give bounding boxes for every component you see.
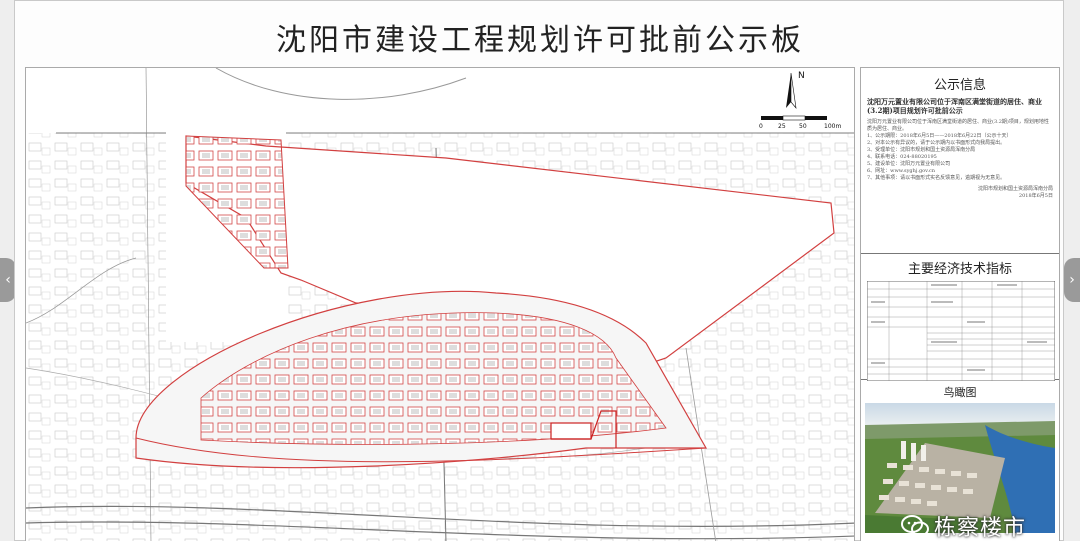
notice-org: 沈阳市规划和国土资源局浑南分局	[977, 186, 1053, 192]
tech-indicator-section: 主要经济技术指标	[861, 254, 1059, 382]
scale-label-3: 100m	[824, 123, 841, 130]
notice-heading: 沈阳万元置业有限公司位于浑南区满堂街道的居住、商业(3.2期)项目规划许可批前公…	[867, 97, 1042, 115]
notice-line: 4、联系电话：024-88020195	[867, 154, 937, 160]
notice-line: 7、其他事项：请以书面形式实名反馈意见，逾期视为无意见。	[867, 175, 1006, 181]
site-plan: N 0 25 50 100m	[25, 67, 855, 541]
notice-footer: 沈阳市规划和国土资源局浑南分局 2018年6月5日	[867, 186, 1053, 200]
notice-line: 5、建设单位：沈阳万元置业有限公司	[867, 161, 951, 167]
birdseye-title: 鸟瞰图	[943, 386, 977, 399]
notice-line: 1、公示期限：2018年6月5日——2018年6月22日（公示十天）	[867, 133, 1012, 139]
scale-label-0: 0	[759, 123, 763, 130]
side-panel: 公示信息 沈阳万元置业有限公司位于浑南区满堂街道的居住、商业(3.2期)项目规划…	[860, 67, 1060, 541]
wechat-icon	[901, 515, 929, 537]
notice-line: 6、网址：www.syghj.gov.cn	[867, 168, 936, 174]
notice-line: 3、受理单位：沈阳市规划和国土资源局浑南分局	[867, 147, 976, 153]
tech-title: 主要经济技术指标	[907, 262, 1012, 277]
site-plan-drawing: N 0 25 50 100m	[26, 68, 854, 541]
notice-section: 公示信息 沈阳万元置业有限公司位于浑南区满堂街道的居住、商业(3.2期)项目规划…	[861, 68, 1059, 254]
prev-arrow-button[interactable]: ‹	[0, 258, 16, 302]
chevron-right-icon: ›	[1069, 272, 1075, 288]
watermark: 栋察楼市	[900, 510, 1026, 541]
watermark-text: 栋察楼市	[934, 516, 1027, 541]
notice-body: 沈阳万元置业有限公司位于浑南区满堂街道的居住、商业(3.2期)项目，规划用地性质…	[867, 119, 1053, 182]
notice-line: 2、对本公示有异议的，请于公示期内以书面形式向我局提出。	[867, 140, 1006, 146]
scale-label-1: 25	[778, 123, 786, 130]
north-arrow-icon: N	[786, 71, 805, 110]
scale-bar: 0 25 50 100m	[759, 115, 841, 130]
next-arrow-button[interactable]: ›	[1064, 258, 1080, 302]
notice-date: 2018年6月5日	[1018, 193, 1053, 199]
notice-title: 公示信息	[933, 78, 986, 93]
birdseye-section: 鸟瞰图	[861, 380, 1059, 537]
north-label: N	[798, 71, 805, 81]
notice-line: 沈阳万元置业有限公司位于浑南区满堂街道的居住、商业(3.2期)项目，规划用地性质…	[867, 119, 1049, 132]
notice-board: 沈阳市建设工程规划许可批前公示板	[14, 0, 1064, 541]
chevron-left-icon: ‹	[5, 272, 11, 288]
scale-label-2: 50	[799, 123, 807, 130]
indicator-table	[866, 280, 1056, 382]
birdseye-image	[865, 403, 1055, 533]
board-title: 沈阳市建设工程规划许可批前公示板	[276, 23, 804, 58]
